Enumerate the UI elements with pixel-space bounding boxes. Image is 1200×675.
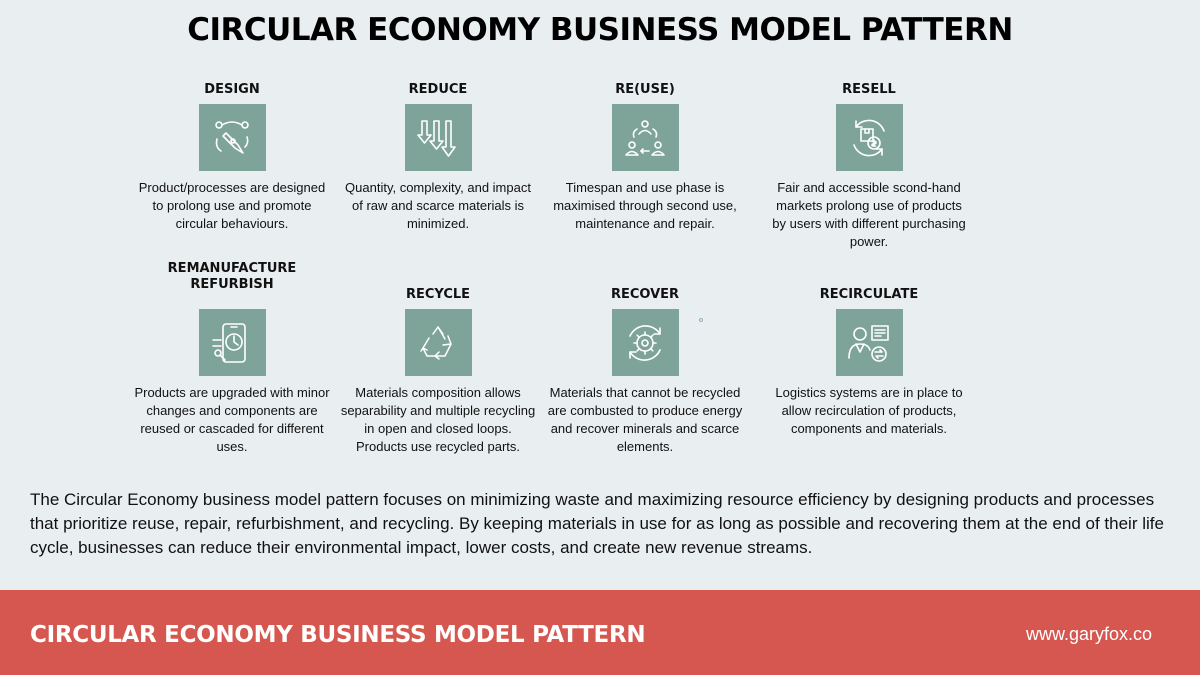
energy-gear-icon xyxy=(611,309,679,376)
card-recycle: RECYCLE Materials composition allows sep… xyxy=(338,271,538,456)
card-title: RECYCLE xyxy=(405,287,471,302)
card-remanufacture-refurbish: REMANUFACTURE REFURBISH Products are upg… xyxy=(132,261,332,456)
card-desc: Fair and accessible scond-hand markets p… xyxy=(772,180,966,249)
page-title: CIRCULAR ECONOMY BUSINESS MODEL PATTERN xyxy=(187,12,1013,48)
card-title: RECIRCULATE xyxy=(819,287,919,302)
footer-url-link[interactable]: www.garyfox.co xyxy=(1025,624,1152,644)
logistics-person-icon xyxy=(835,309,903,376)
card-desc: Timespan and use phase is maximised thro… xyxy=(553,180,737,231)
card-design: DESIGN Product/processes are designed to… xyxy=(132,66,332,233)
card-recover: RECOVER Materials that cannot be recycle… xyxy=(545,271,745,456)
card-title: DESIGN xyxy=(204,82,260,97)
card-recirculate: RECIRCULATE Logistics systems are in pla… xyxy=(769,271,969,438)
reuse-people-icon xyxy=(611,104,679,171)
card-desc: Materials that cannot be recycled are co… xyxy=(547,385,743,454)
card-desc: Product/processes are designed to prolon… xyxy=(138,180,326,231)
card-title: RESELL xyxy=(842,82,896,97)
resell-cycle-icon xyxy=(835,104,903,171)
refurbish-device-icon xyxy=(198,309,266,376)
card-desc: Materials composition allows separabilit… xyxy=(340,385,536,454)
footer-title: CIRCULAR ECONOMY BUSINESS MODEL PATTERN xyxy=(30,622,646,648)
stray-dot xyxy=(699,318,703,322)
footer-bar: CIRCULAR ECONOMY BUSINESS MODEL PATTERN … xyxy=(0,590,1200,675)
recycle-icon xyxy=(404,309,472,376)
card-title: REDUCE xyxy=(408,82,468,97)
card-title: RE(USE) xyxy=(615,82,675,97)
card-desc: Logistics systems are in place to allow … xyxy=(775,385,963,436)
card-reuse: RE(USE) Timespan and use phase is maximi… xyxy=(545,66,745,233)
card-title: RECOVER xyxy=(610,287,680,302)
card-title: REMANUFACTURE REFURBISH xyxy=(167,261,297,292)
card-desc: Quantity, complexity, and impact of raw … xyxy=(345,180,531,231)
down-arrows-icon xyxy=(404,104,472,171)
pen-tool-icon xyxy=(198,104,266,171)
card-resell: RESELL Fair and accessible scond-hand ma… xyxy=(769,66,969,251)
card-reduce: REDUCE Quantity, complexity, and impact … xyxy=(338,66,538,233)
summary-paragraph: The Circular Economy business model patt… xyxy=(30,490,1164,557)
card-desc: Products are upgraded with minor changes… xyxy=(134,385,330,454)
